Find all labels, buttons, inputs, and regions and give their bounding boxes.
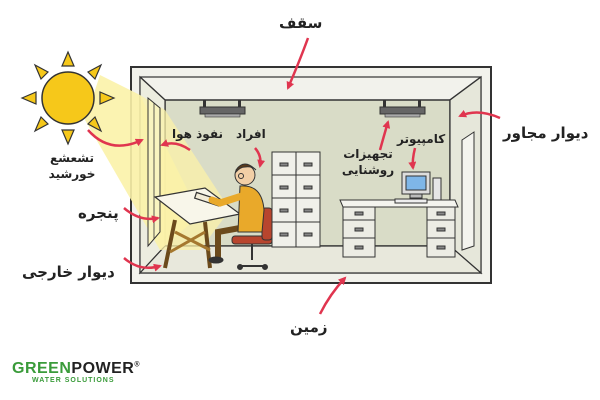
label-adjacent-wall: دیوار مجاور xyxy=(503,124,589,142)
arrow-infiltration xyxy=(160,139,191,152)
light-fixture-left xyxy=(199,100,246,118)
arrows xyxy=(87,37,501,315)
filing-cabinets xyxy=(271,151,321,248)
label-infiltration: نفوذ هوا xyxy=(172,127,223,141)
sun-icon xyxy=(20,50,116,146)
arrow-floor xyxy=(318,276,347,315)
greenpower-logo: GREENPOWER® WATER SOLUTIONS xyxy=(12,360,140,384)
computer-graphic xyxy=(394,171,442,204)
arrow-people xyxy=(254,147,266,168)
light-fixture-right xyxy=(379,100,426,118)
label-people: افراد xyxy=(236,127,266,141)
arrow-window xyxy=(123,207,160,224)
label-ceiling: سقف xyxy=(279,14,323,32)
person-graphic xyxy=(208,163,273,270)
label-computer: کامپیوتر xyxy=(397,132,446,146)
label-window: پنجره xyxy=(78,204,119,222)
logo-wordmark: GREENPOWER® xyxy=(12,360,141,377)
arrow-lighting xyxy=(378,120,391,151)
label-lighting: تجهیزات روشنایی xyxy=(341,147,395,177)
arrow-adjacent-wall xyxy=(458,109,501,120)
computer-desk xyxy=(339,199,459,258)
logo-tagline: WATER SOLUTIONS xyxy=(32,377,115,384)
label-exterior-wall: دیوار خارجی xyxy=(22,263,115,281)
arrow-ceiling xyxy=(286,37,310,90)
arrow-solar xyxy=(87,129,144,147)
label-solar: تشعشع خورشید xyxy=(48,151,96,181)
arrow-exterior-wall xyxy=(123,257,162,272)
window-graphic xyxy=(147,96,161,248)
label-floor: زمین xyxy=(290,318,328,336)
arrow-computer xyxy=(408,147,417,170)
